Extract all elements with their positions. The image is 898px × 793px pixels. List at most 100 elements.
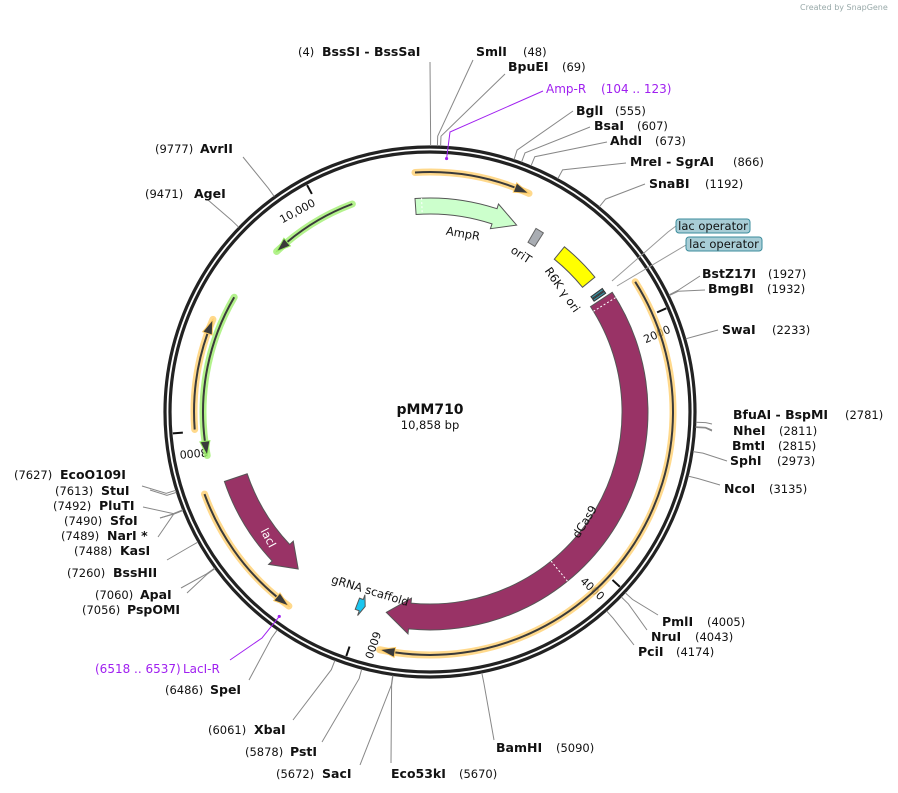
enzyme-site[interactable]: BmgBI(1932) [668,281,805,297]
enzyme-site[interactable]: BfuAI - BspMI (2781) [695,407,883,425]
enzyme-position: (555) [615,104,646,118]
enzyme-site[interactable]: PspOMI(7056) [82,568,216,617]
enzyme-name[interactable]: BsaI [594,118,624,133]
enzyme-name[interactable]: BglI [576,103,603,118]
enzyme-name[interactable]: SfoI [110,513,138,528]
enzyme-site[interactable]: BssHII(7260) [67,541,199,580]
enzyme-site[interactable]: MreI - SgrAI(866) [557,154,764,179]
enzyme-site[interactable]: EcoO109I(7627) [14,467,176,494]
enzyme-name[interactable]: PmlI [662,614,693,629]
enzyme-name[interactable]: NarI * [107,528,148,543]
enzyme-name[interactable]: SpeI [210,682,241,697]
lac-operator-callout[interactable]: lac operator [611,218,751,282]
orf-arrow[interactable] [411,168,533,197]
enzyme-name[interactable]: BstZ17I [702,266,756,281]
enzyme-site[interactable]: ApaI(7060) [95,567,215,602]
enzyme-site[interactable]: SpeI(6486) [165,629,278,697]
enzyme-name[interactable]: NcoI [724,481,755,496]
enzyme-name[interactable]: BssHII [113,565,157,580]
enzyme-name[interactable]: SwaI [722,322,756,337]
enzyme-leader-line [321,668,363,743]
enzyme-name[interactable]: SacI [322,766,352,781]
enzyme-name[interactable]: AvrII [200,141,233,156]
enzyme-site[interactable]: AhdI(673) [530,133,686,167]
enzyme-site[interactable]: BglI (555) [513,103,646,160]
enzyme-site[interactable]: BstZ17I(1927) [668,266,806,296]
enzyme-name[interactable]: BpuEI [508,59,549,74]
orf-arrow[interactable] [201,490,293,610]
enzyme-site[interactable]: BsaI (607) [521,118,668,163]
enzyme-site[interactable]: AgeI(9471) [145,186,240,228]
enzyme-leader-line [142,506,183,515]
orf-arrow[interactable] [273,200,356,255]
enzyme-site[interactable]: BamHI(5090) [481,672,594,755]
orf-arrow[interactable] [376,278,677,659]
enzyme-site[interactable]: NruI(4043) [620,596,733,644]
enzyme-site[interactable]: SphI(2973) [692,451,815,468]
enzyme-site[interactable]: SacI(5672) [276,675,394,781]
enzyme-site[interactable]: BpuEI(69) [440,59,586,147]
enzyme-name[interactable]: PstI [290,744,317,759]
primer-name[interactable]: Amp-R [546,82,586,96]
primer-site[interactable]: Amp-R(104 .. 123) [444,82,671,161]
enzyme-name[interactable]: NheI [733,423,766,438]
orf-arrow[interactable] [199,293,238,459]
enzyme-name[interactable]: SnaBI [649,176,690,191]
dcas9-feature[interactable] [385,291,649,635]
enzyme-name[interactable]: ApaI [140,587,172,602]
enzyme-position: (6061) [208,723,246,737]
enzyme-site[interactable]: SmlI(48) [436,44,547,147]
enzyme-name[interactable]: NruI [651,629,681,644]
enzyme-name[interactable]: MreI - SgrAI [630,154,714,169]
enzyme-name[interactable]: BfuAI - BspMI [733,407,828,422]
primer-name[interactable]: LacI-R [183,662,220,676]
enzyme-name[interactable]: SphI [730,453,762,468]
enzyme-name[interactable]: SmlI [476,44,507,59]
enzyme-site[interactable]: PluTI(7492) [53,498,183,515]
enzyme-name[interactable]: BmgBI [708,281,754,296]
enzyme-site[interactable]: PstI(5878) [245,668,363,759]
enzyme-name[interactable]: StuI [101,483,130,498]
lac-operator-feature[interactable] [592,290,607,302]
enzyme-name[interactable]: Eco53kI [391,766,446,781]
enzyme-name[interactable]: BssSI - BssSaI [322,44,420,59]
primer-site[interactable]: LacI-R(6518 .. 6537) [95,614,281,676]
lac-operator-feature[interactable] [590,287,605,300]
enzyme-name[interactable]: PluTI [99,498,135,513]
enzyme-name[interactable]: KasI [120,543,150,558]
enzyme-position: (2781) [845,408,883,422]
enzyme-site[interactable]: BmtI(2815) [695,427,817,454]
arrowhead-icon [275,237,292,253]
enzyme-site[interactable]: SnaBI(1192) [598,176,743,208]
enzyme-site[interactable]: KasI(7488) [74,510,184,559]
enzyme-site[interactable]: Eco53kI(5670) [390,675,497,781]
enzyme-site[interactable]: StuI(7613) [55,483,177,498]
enzyme-site[interactable]: NcoI(3135) [688,475,807,496]
orit-feature[interactable] [527,227,545,248]
enzyme-name[interactable]: XbaI [254,722,286,737]
enzyme-name[interactable]: AgeI [194,186,226,201]
enzyme-site[interactable]: NheI(2811) [695,423,818,438]
enzyme-site[interactable]: PciI(4174) [606,610,715,659]
ampr-feature[interactable] [414,197,518,230]
enzyme-name[interactable]: BmtI [732,438,765,453]
enzyme-site[interactable]: SfoI(7490) [64,509,183,528]
enzyme-position: (607) [637,119,668,133]
plasmid-name: pMM710 [396,402,463,418]
enzyme-site[interactable]: NarI *(7489) [61,509,184,543]
r6k-ori-feature[interactable] [553,246,596,289]
lac-operator-callout[interactable]: lac operator [616,236,763,287]
grna-scaffold-feature[interactable] [354,594,366,616]
enzyme-name[interactable]: PspOMI [127,602,180,617]
enzyme-site[interactable]: PmlI(4005) [624,592,745,629]
enzyme-name[interactable]: PciI [638,644,664,659]
enzyme-name[interactable]: AhdI [610,133,642,148]
enzyme-site[interactable]: AvrII(9777) [155,141,275,197]
enzyme-site[interactable]: SwaI(2233) [685,322,811,340]
enzyme-site[interactable]: BssSI - BssSaI(4) [298,44,432,146]
laci-feature[interactable] [223,473,299,570]
enzyme-name[interactable]: EcoO109I [60,467,126,482]
orf-arrow[interactable] [190,315,217,433]
enzyme-site[interactable]: XbaI (6061) [208,660,336,737]
enzyme-name[interactable]: BamHI [496,740,542,755]
